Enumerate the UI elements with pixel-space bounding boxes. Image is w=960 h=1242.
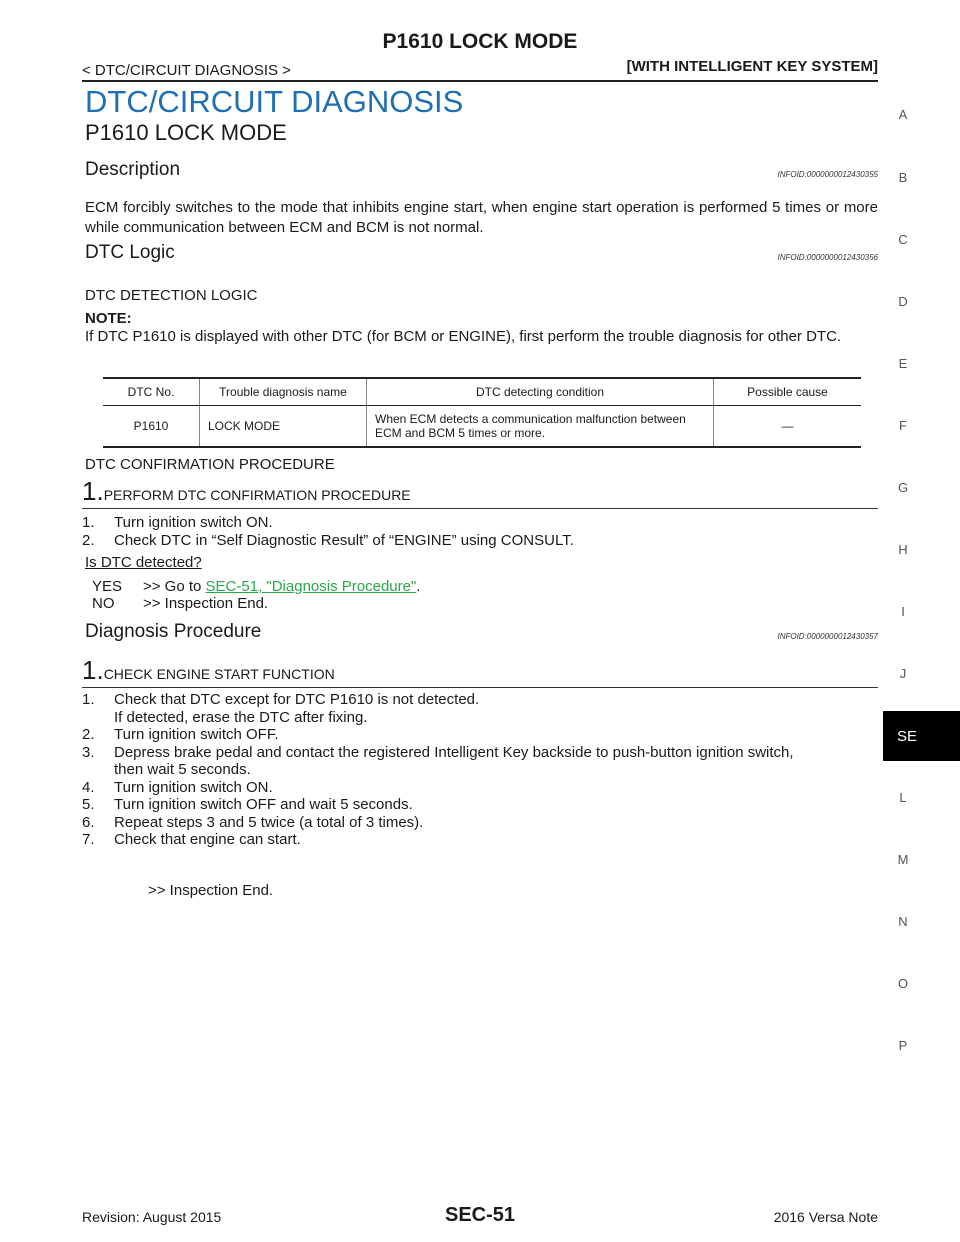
yes-prefix: >> Go to: [143, 578, 206, 595]
side-index-n[interactable]: N: [898, 914, 908, 929]
diagnosis-procedure-heading: Diagnosis Procedure: [85, 621, 262, 642]
list-item-text: Turn ignition switch OFF.: [114, 726, 279, 743]
side-index-b[interactable]: B: [898, 170, 908, 185]
side-index-f[interactable]: F: [899, 418, 907, 433]
header-divider: [82, 80, 878, 82]
dtc-logic-infoid: INFOID:0000000012430356: [777, 253, 878, 262]
list-item-text: Depress brake pedal and contact the regi…: [114, 743, 794, 761]
system-label: [WITH INTELLIGENT KEY SYSTEM]: [626, 58, 878, 75]
col-detecting-condition: DTC detecting condition: [366, 377, 714, 406]
dtc-table: DTC No. Trouble diagnosis name DTC detec…: [103, 377, 861, 448]
list-item: 4. Turn ignition switch ON.: [82, 779, 878, 797]
list-item: 2. Check DTC in “Self Diagnostic Result”…: [82, 532, 878, 550]
footer-model: 2016 Versa Note: [773, 1209, 878, 1225]
description-heading: Description: [85, 159, 181, 180]
list-item-number: 6.: [82, 813, 95, 831]
dtc-detection-logic-heading: DTC DETECTION LOGIC: [85, 287, 258, 304]
list-item: 3. Depress brake pedal and contact the r…: [82, 744, 878, 762]
dtc-table-header-row: DTC No. Trouble diagnosis name DTC detec…: [103, 377, 861, 406]
list-item-number: 5.: [82, 796, 95, 813]
side-index-e[interactable]: E: [898, 356, 908, 371]
list-item: 6. Repeat steps 3 and 5 twice (a total o…: [82, 814, 878, 832]
note-text: If DTC P1610 is displayed with other DTC…: [85, 328, 842, 345]
diagnosis-result: >> Inspection End.: [148, 882, 274, 899]
list-item-number: 1.: [82, 514, 95, 531]
side-index-l[interactable]: L: [899, 790, 907, 805]
yes-suffix: .: [416, 578, 421, 595]
list-item-text: Check that DTC except for DTC P1610 is n…: [114, 691, 480, 708]
cell-possible-cause: —: [713, 405, 861, 448]
confirmation-step-header: 1.PERFORM DTC CONFIRMATION PROCEDURE: [82, 476, 878, 509]
list-item-number: 2.: [82, 531, 95, 549]
step-title: CHECK ENGINE START FUNCTION: [103, 666, 335, 682]
side-index-o[interactable]: O: [897, 976, 909, 991]
side-index-g[interactable]: G: [897, 480, 909, 495]
side-index-a[interactable]: A: [898, 107, 908, 122]
yes-label: YES: [92, 578, 123, 595]
diagnosis-step-list: 1. Check that DTC except for DTC P1610 i…: [82, 691, 878, 849]
col-dtc-no: DTC No.: [103, 377, 200, 406]
description-text: ECM forcibly switches to the mode that i…: [85, 199, 878, 236]
side-index-c[interactable]: C: [898, 232, 908, 247]
list-item-number: 4.: [82, 778, 95, 796]
list-item-number: 2.: [82, 726, 95, 743]
question-text: Is DTC detected?: [85, 554, 202, 571]
list-item: 5. Turn ignition switch OFF and wait 5 s…: [82, 796, 878, 814]
list-item-number: 7.: [82, 831, 95, 848]
cell-trouble-name: LOCK MODE: [199, 405, 367, 448]
diagnosis-step-header: 1.CHECK ENGINE START FUNCTION: [82, 655, 878, 688]
section-title: DTC/CIRCUIT DIAGNOSIS: [85, 84, 464, 119]
footer-page-number: SEC-51: [444, 1204, 516, 1226]
list-item-text: Turn ignition switch OFF and wait 5 seco…: [114, 796, 413, 813]
step-title: PERFORM DTC CONFIRMATION PROCEDURE: [103, 487, 411, 503]
list-item: 1. Check that DTC except for DTC P1610 i…: [82, 691, 878, 709]
footer-revision: Revision: August 2015: [82, 1209, 222, 1225]
list-item-text: Turn ignition switch ON.: [114, 514, 273, 531]
condition-line: When ECM detects a communication malfunc…: [375, 412, 686, 426]
side-index-active-label: SE: [897, 728, 918, 745]
side-index-j[interactable]: J: [899, 666, 907, 681]
list-item-text: Turn ignition switch ON.: [114, 778, 273, 796]
step-number: 1.: [82, 655, 104, 685]
side-index-d[interactable]: D: [898, 294, 908, 309]
list-item-text: Repeat steps 3 and 5 twice (a total of 3…: [114, 813, 424, 831]
confirmation-heading: DTC CONFIRMATION PROCEDURE: [85, 456, 335, 473]
side-index-p[interactable]: P: [898, 1038, 908, 1053]
no-label: NO: [92, 595, 115, 612]
list-item-text: Check DTC in “Self Diagnostic Result” of…: [114, 531, 574, 549]
list-item-number: 1.: [82, 691, 95, 708]
col-trouble-name: Trouble diagnosis name: [199, 377, 367, 406]
no-branch: >> Inspection End.: [143, 595, 269, 612]
diagnosis-procedure-infoid: INFOID:0000000012430357: [777, 632, 878, 641]
condition-line: ECM and BCM 5 times or more.: [375, 426, 546, 440]
list-item: 7. Check that engine can start.: [82, 831, 878, 849]
list-item: 2. Turn ignition switch OFF.: [82, 726, 878, 744]
list-item-number: 3.: [82, 743, 95, 761]
col-possible-cause: Possible cause: [713, 377, 861, 406]
cell-dtc-no: P1610: [103, 405, 200, 448]
step-number: 1.: [82, 476, 104, 506]
page-title: P1610 LOCK MODE: [85, 120, 287, 145]
list-item-text: Check that engine can start.: [114, 831, 301, 848]
table-row: P1610 LOCK MODE When ECM detects a commu…: [103, 405, 861, 448]
dtc-table-wrapper: DTC No. Trouble diagnosis name DTC detec…: [103, 377, 861, 448]
diagnosis-procedure-link[interactable]: SEC-51, "Diagnosis Procedure": [205, 578, 417, 595]
list-item-subtext: then wait 5 seconds.: [114, 761, 251, 778]
list-item: 1. Turn ignition switch ON.: [82, 514, 878, 532]
page-header-title: P1610 LOCK MODE: [382, 30, 578, 53]
yes-branch: >> Go to SEC-51, "Diagnosis Procedure".: [143, 578, 420, 595]
description-infoid: INFOID:0000000012430355: [777, 170, 878, 179]
breadcrumb: < DTC/CIRCUIT DIAGNOSIS >: [82, 62, 291, 79]
note-label: NOTE:: [85, 310, 132, 327]
list-item-subtext: If detected, erase the DTC after fixing.: [114, 708, 368, 726]
side-index-m[interactable]: M: [897, 852, 909, 867]
side-index-i[interactable]: I: [901, 604, 905, 619]
cell-detecting-condition: When ECM detects a communication malfunc…: [366, 405, 714, 448]
dtc-logic-heading: DTC Logic: [85, 242, 175, 263]
side-index-active-tab[interactable]: SE: [883, 711, 960, 761]
confirmation-step-list: 1. Turn ignition switch ON. 2. Check DTC…: [82, 514, 878, 549]
side-index-h[interactable]: H: [898, 542, 908, 557]
